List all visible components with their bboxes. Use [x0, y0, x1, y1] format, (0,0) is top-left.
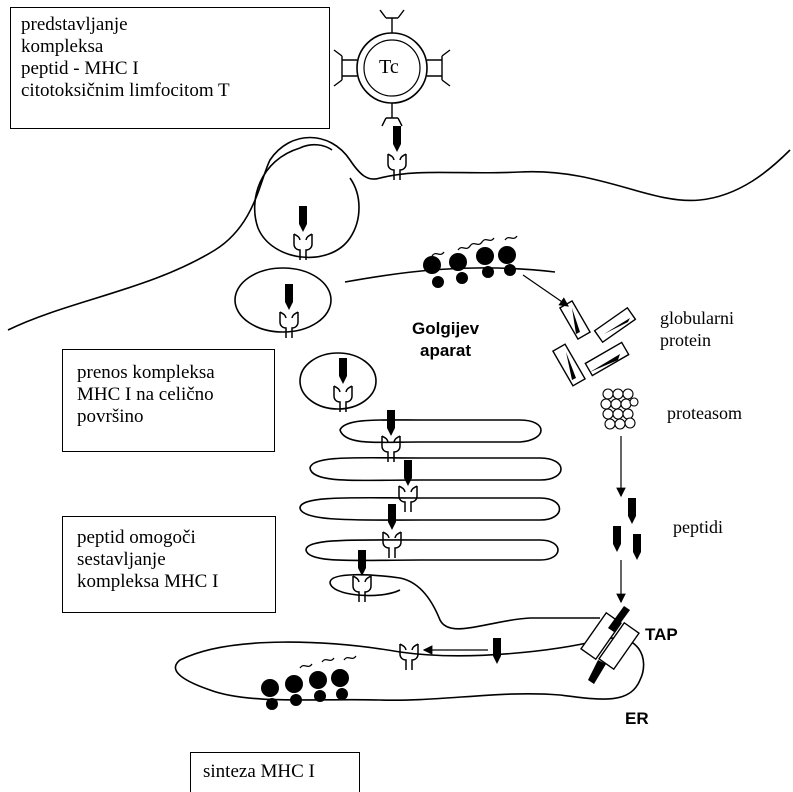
endoplasmic-reticulum: [175, 638, 643, 700]
complex-surface: [388, 126, 406, 180]
box-assembly-line: sestavljanje: [77, 549, 261, 571]
endocytic-pocket: [255, 148, 359, 257]
label-golgi-2: aparat: [420, 340, 471, 362]
label-er: ER: [625, 708, 649, 730]
box-presentation-line: citotoksičnim limfocitom T: [21, 80, 319, 102]
golgi-stack: [340, 420, 541, 443]
label-globular-1: globularni: [660, 307, 734, 329]
peptide-er: [493, 638, 501, 664]
box-synthesis: sinteza MHC I: [190, 752, 360, 792]
box-assembly-line: kompleksa MHC I: [77, 571, 261, 593]
label-tap: TAP: [645, 624, 678, 646]
box-transport-line: prenos kompleksa: [77, 362, 260, 384]
label-golgi-1: Golgijev: [412, 318, 479, 340]
ribosomes-upper: [423, 246, 516, 288]
box-assembly: peptid omogoči sestavljanje kompleksa MH…: [62, 516, 276, 613]
label-proteasome: proteasom: [667, 402, 742, 424]
free-peptides: [613, 498, 641, 560]
label-tc: Tc: [379, 56, 399, 78]
proteasome-shape: [601, 389, 638, 429]
box-transport: prenos kompleksa MHC I na celično površi…: [62, 349, 275, 452]
complex-pocket: [294, 206, 312, 260]
label-globular-2: protein: [660, 329, 711, 351]
complex-vesicle-2: [334, 358, 352, 412]
box-presentation-line: peptid - MHC I: [21, 58, 319, 80]
box-transport-line: površino: [77, 406, 260, 428]
complex-golgi-1: [382, 410, 400, 462]
ribosomes-lower: [261, 669, 349, 710]
box-transport-line: MHC I na celično: [77, 384, 260, 406]
complex-golgi-2: [399, 460, 417, 512]
label-peptides: peptidi: [673, 516, 723, 538]
globular-protein-shapes: [553, 301, 635, 386]
box-presentation-line: kompleksa: [21, 36, 319, 58]
mhc-empty-er: [400, 644, 418, 670]
arrow-ribosome-to-protein: [523, 275, 568, 306]
box-presentation-line: predstavljanje: [21, 14, 319, 36]
complex-vesicle-1: [280, 284, 298, 338]
vesicle-2: [300, 353, 376, 409]
box-synthesis-line: sinteza MHC I: [203, 761, 347, 783]
box-presentation: predstavljanje kompleksa peptid - MHC I …: [10, 7, 330, 129]
vesicle-1: [235, 268, 331, 332]
box-assembly-line: peptid omogoči: [77, 527, 261, 549]
plasma-membrane: [8, 138, 790, 331]
complex-golgi-3: [383, 504, 401, 558]
